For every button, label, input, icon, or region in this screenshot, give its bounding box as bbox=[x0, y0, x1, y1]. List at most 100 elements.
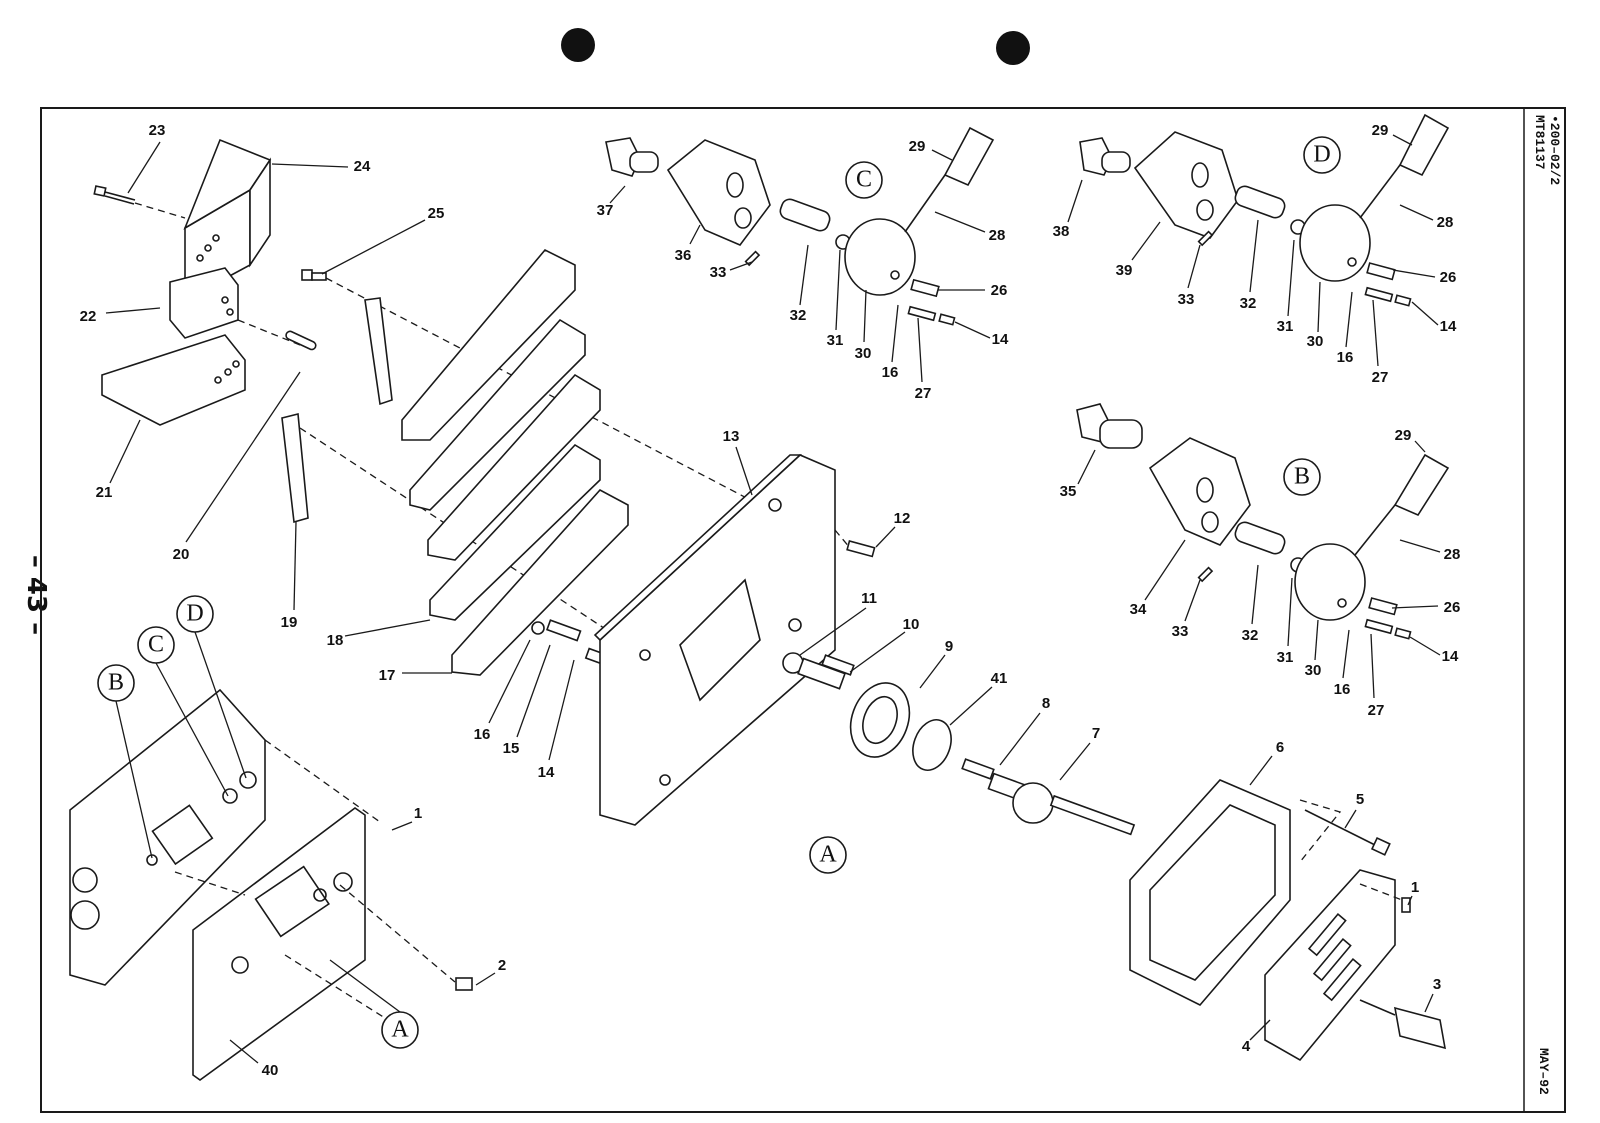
leader-line bbox=[329, 959, 401, 1013]
view-label-circle bbox=[1283, 458, 1321, 496]
callout-29: 29 bbox=[1395, 427, 1426, 453]
callout-19: 19 bbox=[281, 521, 297, 631]
callout-layer: 2324252221201918171615141312111094187651… bbox=[80, 122, 1461, 1079]
leader-line bbox=[548, 659, 575, 761]
view-label-letter: C bbox=[856, 167, 872, 193]
part-13-plate bbox=[593, 454, 836, 826]
callout-13: 13 bbox=[723, 428, 753, 496]
callout-1: 1 bbox=[391, 805, 422, 831]
callout-16: 16 bbox=[474, 639, 531, 743]
part-number-label: 4 bbox=[1242, 1038, 1251, 1055]
callout-8: 8 bbox=[999, 695, 1050, 766]
part-number-label: 14 bbox=[1442, 648, 1459, 665]
part-40-front-panel bbox=[192, 807, 366, 1081]
part-number-label: 30 bbox=[1305, 662, 1322, 679]
view-label-letter: B bbox=[1294, 464, 1310, 490]
part-number-label: 41 bbox=[991, 670, 1008, 687]
callout-32: 32 bbox=[790, 244, 809, 324]
part-number-label: 28 bbox=[1437, 214, 1454, 231]
part-number-label: 26 bbox=[1444, 599, 1461, 616]
callout-9: 9 bbox=[919, 638, 953, 689]
part-7-shaft bbox=[987, 772, 1136, 836]
leader-line bbox=[344, 619, 431, 637]
part-5-screw bbox=[1370, 836, 1391, 856]
leader-line bbox=[321, 219, 426, 275]
callout-26: 26 bbox=[1391, 599, 1461, 616]
leader-line bbox=[917, 317, 923, 383]
view-label-circle bbox=[1303, 136, 1341, 174]
callout-32: 32 bbox=[1240, 219, 1259, 312]
callout-33: 33 bbox=[1178, 244, 1201, 308]
part-9-bearing bbox=[849, 682, 911, 758]
part-number-label: 24 bbox=[354, 158, 371, 175]
part-number-label: 16 bbox=[1334, 681, 1351, 698]
callout-18: 18 bbox=[327, 619, 431, 649]
part-number-label: 20 bbox=[173, 546, 190, 563]
part-number-label: 27 bbox=[1368, 702, 1385, 719]
part-number-label: 22 bbox=[80, 308, 97, 325]
part-41-ring bbox=[912, 719, 952, 771]
parts-artwork bbox=[69, 113, 1450, 1081]
part-number-label: 14 bbox=[538, 764, 555, 781]
part-number-label: 14 bbox=[992, 331, 1009, 348]
part-number-label: 33 bbox=[710, 264, 727, 281]
leader-line bbox=[799, 244, 809, 306]
leader-line bbox=[1249, 755, 1273, 786]
leader-line bbox=[1131, 221, 1161, 261]
part-17-racks bbox=[401, 249, 629, 676]
panel-housing bbox=[69, 688, 266, 986]
callout-33: 33 bbox=[710, 261, 753, 281]
part-number-label: 39 bbox=[1116, 262, 1133, 279]
part-number-label: 30 bbox=[855, 345, 872, 362]
callout-20: 20 bbox=[173, 371, 301, 563]
leader-line bbox=[391, 821, 413, 831]
leader-line bbox=[1399, 204, 1434, 221]
callout-31: 31 bbox=[1277, 577, 1293, 666]
part-number-label: 28 bbox=[989, 227, 1006, 244]
callout-25: 25 bbox=[321, 205, 444, 275]
view-label-circle bbox=[381, 1011, 419, 1049]
callout-27: 27 bbox=[1372, 299, 1388, 386]
leader-line bbox=[1251, 564, 1259, 625]
callout-21: 21 bbox=[96, 419, 141, 501]
leader-line bbox=[729, 261, 753, 271]
leader-line bbox=[1059, 742, 1091, 781]
part-number-label: 27 bbox=[915, 385, 932, 402]
leader-line bbox=[1187, 244, 1201, 289]
part-number-label: 32 bbox=[1240, 295, 1257, 312]
leader-line bbox=[516, 644, 551, 738]
part-number-label: 11 bbox=[861, 590, 877, 607]
leader-line bbox=[1067, 179, 1083, 223]
view-label-circle bbox=[137, 626, 175, 664]
leader-line bbox=[799, 607, 867, 656]
leader-line bbox=[949, 686, 993, 726]
callout-39: 39 bbox=[1116, 221, 1161, 279]
callout-14: 14 bbox=[954, 321, 1009, 348]
callout-7: 7 bbox=[1059, 725, 1100, 781]
part-number-label: 35 bbox=[1060, 483, 1077, 500]
leader-line bbox=[1287, 577, 1293, 647]
sheet-number: •200–02/2 bbox=[1547, 115, 1562, 185]
leader-line bbox=[1345, 291, 1353, 348]
leader-line bbox=[1344, 809, 1357, 829]
part-number-label: 1 bbox=[1411, 879, 1419, 896]
part-25-screw bbox=[301, 269, 327, 281]
part-number-label: 7 bbox=[1092, 725, 1100, 742]
part-number-label: 16 bbox=[474, 726, 491, 743]
callout-41: 41 bbox=[949, 670, 1008, 726]
part-number-label: 6 bbox=[1276, 739, 1284, 756]
callout-33: 33 bbox=[1172, 579, 1201, 640]
part-number-label: 1 bbox=[414, 805, 422, 822]
page-number: – 43 – bbox=[21, 555, 51, 635]
leader-line bbox=[488, 639, 531, 724]
punch-hole-left bbox=[561, 28, 595, 62]
callout-17: 17 bbox=[379, 667, 452, 684]
part-number-label: 32 bbox=[1242, 627, 1259, 644]
view-label-circle bbox=[809, 836, 847, 874]
callout-29: 29 bbox=[909, 138, 953, 161]
part-number-label: 29 bbox=[909, 138, 926, 155]
leader-line bbox=[835, 249, 841, 331]
callout-30: 30 bbox=[855, 289, 872, 362]
callout-23: 23 bbox=[127, 122, 165, 194]
